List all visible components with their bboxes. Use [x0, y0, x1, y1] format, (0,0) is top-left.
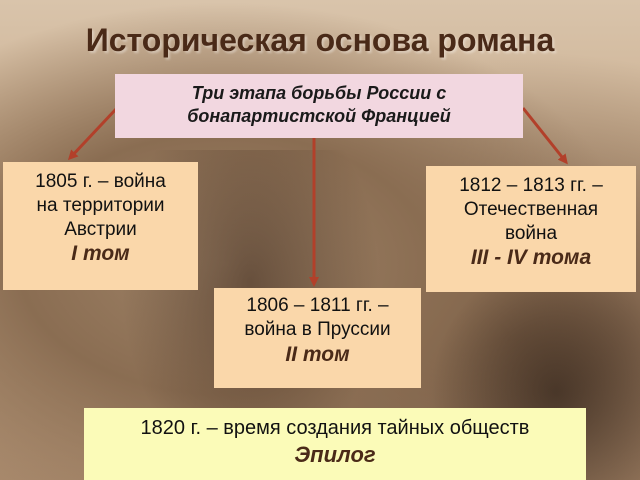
main-theme-box: Три этапа борьбы России с бонапартистско… [115, 74, 523, 138]
period-box-1812: 1812 – 1813 гг. – Отечественная война II… [426, 166, 636, 292]
period-1812-line-3: война [504, 222, 558, 244]
period-1806-line-1: 1806 – 1811 гг. – [246, 295, 389, 316]
period-1805-line-1: 1805 г. – война [35, 171, 166, 192]
epilogue-line: 1820 г. – время создания тайных обществ [140, 417, 530, 439]
epilogue-label: Эпилог [294, 442, 376, 467]
page-title: Историческая основа романа [85, 22, 555, 58]
period-1805-line-3: Австрии [64, 218, 137, 240]
period-box-1805: 1805 г. – война на территории Австрии I … [3, 162, 198, 290]
main-theme-line-2: бонапартистской Францией [187, 105, 451, 126]
period-1805-volume: I том [71, 242, 130, 266]
period-1812-line-1: 1812 – 1813 гг. – [459, 175, 603, 196]
main-theme-line-1: Три этапа борьбы России с [191, 83, 447, 103]
period-1812-line-2: Отечественная [463, 198, 599, 220]
period-1805-line-2: на территории [36, 194, 165, 216]
period-1806-line-2: война в Пруссии [244, 318, 391, 340]
period-1812-volume: III - IV тома [470, 246, 592, 270]
epilogue-box: 1820 г. – время создания тайных обществ … [84, 408, 586, 480]
period-1806-volume: II том [285, 342, 350, 366]
arrow-to-1812 [521, 107, 568, 165]
period-box-1806: 1806 – 1811 гг. – война в Пруссии II том [214, 288, 421, 388]
arrow-to-1805 [67, 106, 119, 161]
